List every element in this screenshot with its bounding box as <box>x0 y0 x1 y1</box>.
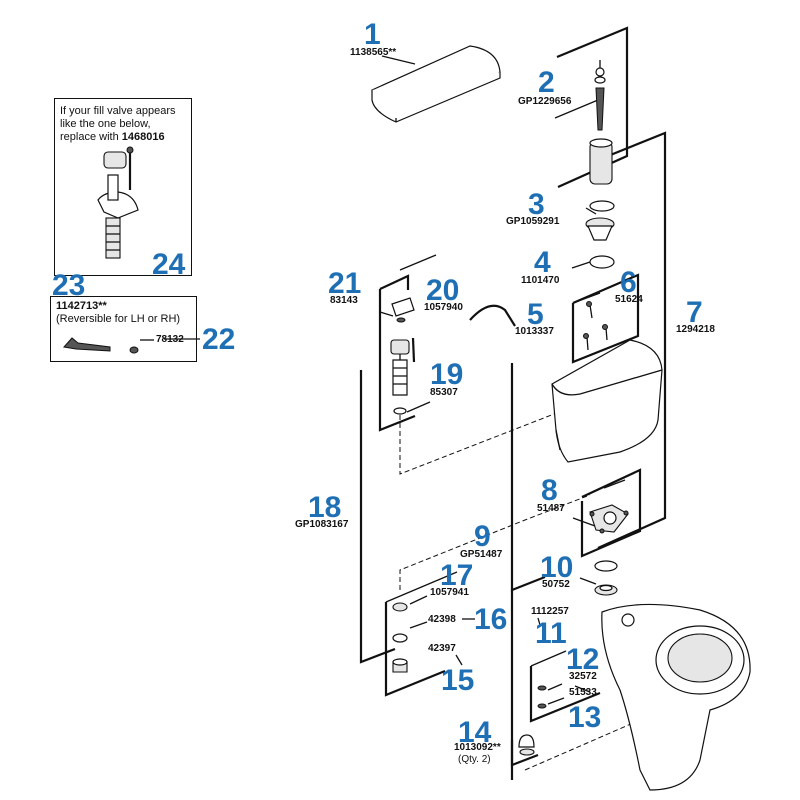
bracket-21-left <box>378 289 416 432</box>
refill-tube <box>469 304 516 327</box>
callout-2: 2 <box>538 66 555 99</box>
note-line-3-text: replace with <box>60 131 122 143</box>
bracket-6 <box>571 273 640 364</box>
callout-22: 22 <box>202 323 235 356</box>
callout-1: 1 <box>364 18 381 51</box>
bracket-12-13 <box>529 666 601 723</box>
tank-gasket <box>589 255 615 269</box>
tank-lid <box>371 45 501 123</box>
part-number-8: 51487 <box>537 503 565 514</box>
callout-24: 24 <box>152 248 186 281</box>
trip-lever <box>63 337 139 354</box>
callout-5: 5 <box>527 298 544 331</box>
fill-valve-inset-box <box>54 98 192 276</box>
bracket-18 <box>359 370 396 664</box>
callout-19: 19 <box>430 358 463 391</box>
callout-13: 13 <box>568 701 601 734</box>
part-number-2: GP1229656 <box>518 96 572 107</box>
fill-valve-note: If your fill valve appears like the one … <box>60 105 190 144</box>
note-line-1: If your fill valve appears <box>60 105 176 117</box>
part-number-20: 1057940 <box>424 302 463 313</box>
trip-lever-reversible-note: (Reversible for LH or RH) <box>56 313 181 325</box>
part-number-5: 1013337 <box>515 326 554 337</box>
quantity-14: (Qty. 2) <box>458 754 491 765</box>
dash-fill-valve <box>399 399 591 475</box>
callout-12: 12 <box>566 643 599 676</box>
bracket-21-top <box>379 274 410 290</box>
trip-lever-inset-box <box>50 296 197 362</box>
part-number-13: 51533 <box>569 687 597 698</box>
seal-ring <box>589 200 615 212</box>
part-number-17: 1057941 <box>430 587 469 598</box>
inset-fill-valve <box>97 146 139 259</box>
tank-bolts <box>583 301 608 351</box>
dash-flush <box>399 494 591 590</box>
callout-23: 23 <box>52 269 85 302</box>
callout-7: 7 <box>686 296 703 329</box>
part-number-10: 50752 <box>542 579 570 590</box>
part-number-21: 83143 <box>330 295 358 306</box>
flush-valve-base <box>585 217 615 241</box>
callout-8: 8 <box>541 474 558 507</box>
replacement-part-number: 1468016 <box>121 131 165 143</box>
note-line-3: replace with 1468016 <box>60 131 190 144</box>
part-number-7: 1294218 <box>676 324 715 335</box>
callout-21: 21 <box>328 267 361 300</box>
part-number-16: 42398 <box>428 614 456 625</box>
bracket-15-17 <box>384 602 446 697</box>
callout-6: 6 <box>620 266 637 299</box>
dash-bolt <box>524 719 641 771</box>
trip-lever-nut-part-number: 78132 <box>156 334 184 345</box>
trip-lever-note: 1142713** (Reversible for LH or RH) <box>56 300 196 326</box>
part-number-4: 1101470 <box>521 275 560 286</box>
part-number-3: GP1059291 <box>506 216 560 227</box>
assembly-brackets <box>359 26 667 780</box>
bracket-2-tick <box>554 99 599 119</box>
bolt-cap <box>518 734 535 756</box>
callout-17: 17 <box>440 559 473 592</box>
part-number-19: 85307 <box>430 387 458 398</box>
toilet-bowl <box>601 603 751 791</box>
part-number-9: GP51487 <box>460 549 503 560</box>
callout-10: 10 <box>540 551 573 584</box>
bracket-7 <box>597 131 667 550</box>
part-number-18: GP1083167 <box>295 519 349 530</box>
flush-canister <box>589 138 613 185</box>
part-number-14: 1013092** <box>454 742 501 753</box>
callout-16: 16 <box>474 603 507 636</box>
spud-gasket <box>594 560 618 572</box>
toilet-tank <box>551 339 663 463</box>
callout-4: 4 <box>534 246 551 279</box>
part-number-11: 1112257 <box>531 606 569 617</box>
trip-lever-part-number: 1142713** <box>56 300 107 312</box>
bracket-8 <box>580 468 642 558</box>
callout-3: 3 <box>528 188 545 221</box>
fill-valve-washers <box>392 602 408 673</box>
flush-nut <box>594 584 618 596</box>
callouts: 11138565**2GP12296563GP10592914110147051… <box>295 18 715 765</box>
flush-adapter <box>589 504 629 534</box>
callout-9: 9 <box>474 520 491 553</box>
bracket-14 <box>510 740 539 767</box>
alignment-lines <box>399 399 641 771</box>
callout-11: 11 <box>535 617 567 650</box>
part-number-6: 51624 <box>615 294 643 305</box>
callout-14: 14 <box>458 716 492 749</box>
leader-1 <box>381 55 416 65</box>
callout-15: 15 <box>441 664 474 697</box>
bolt-washers <box>537 685 547 709</box>
part-number-15: 42397 <box>428 643 456 654</box>
fill-valve <box>390 297 416 415</box>
flush-valve-stem <box>594 60 606 131</box>
callout-20: 20 <box>426 274 459 307</box>
note-line-2: like the one below, <box>60 118 151 130</box>
callout-18: 18 <box>308 491 341 524</box>
part-number-12: 32572 <box>569 671 597 682</box>
leader-15 <box>455 654 463 666</box>
part-number-1: 1138565** <box>350 47 396 58</box>
